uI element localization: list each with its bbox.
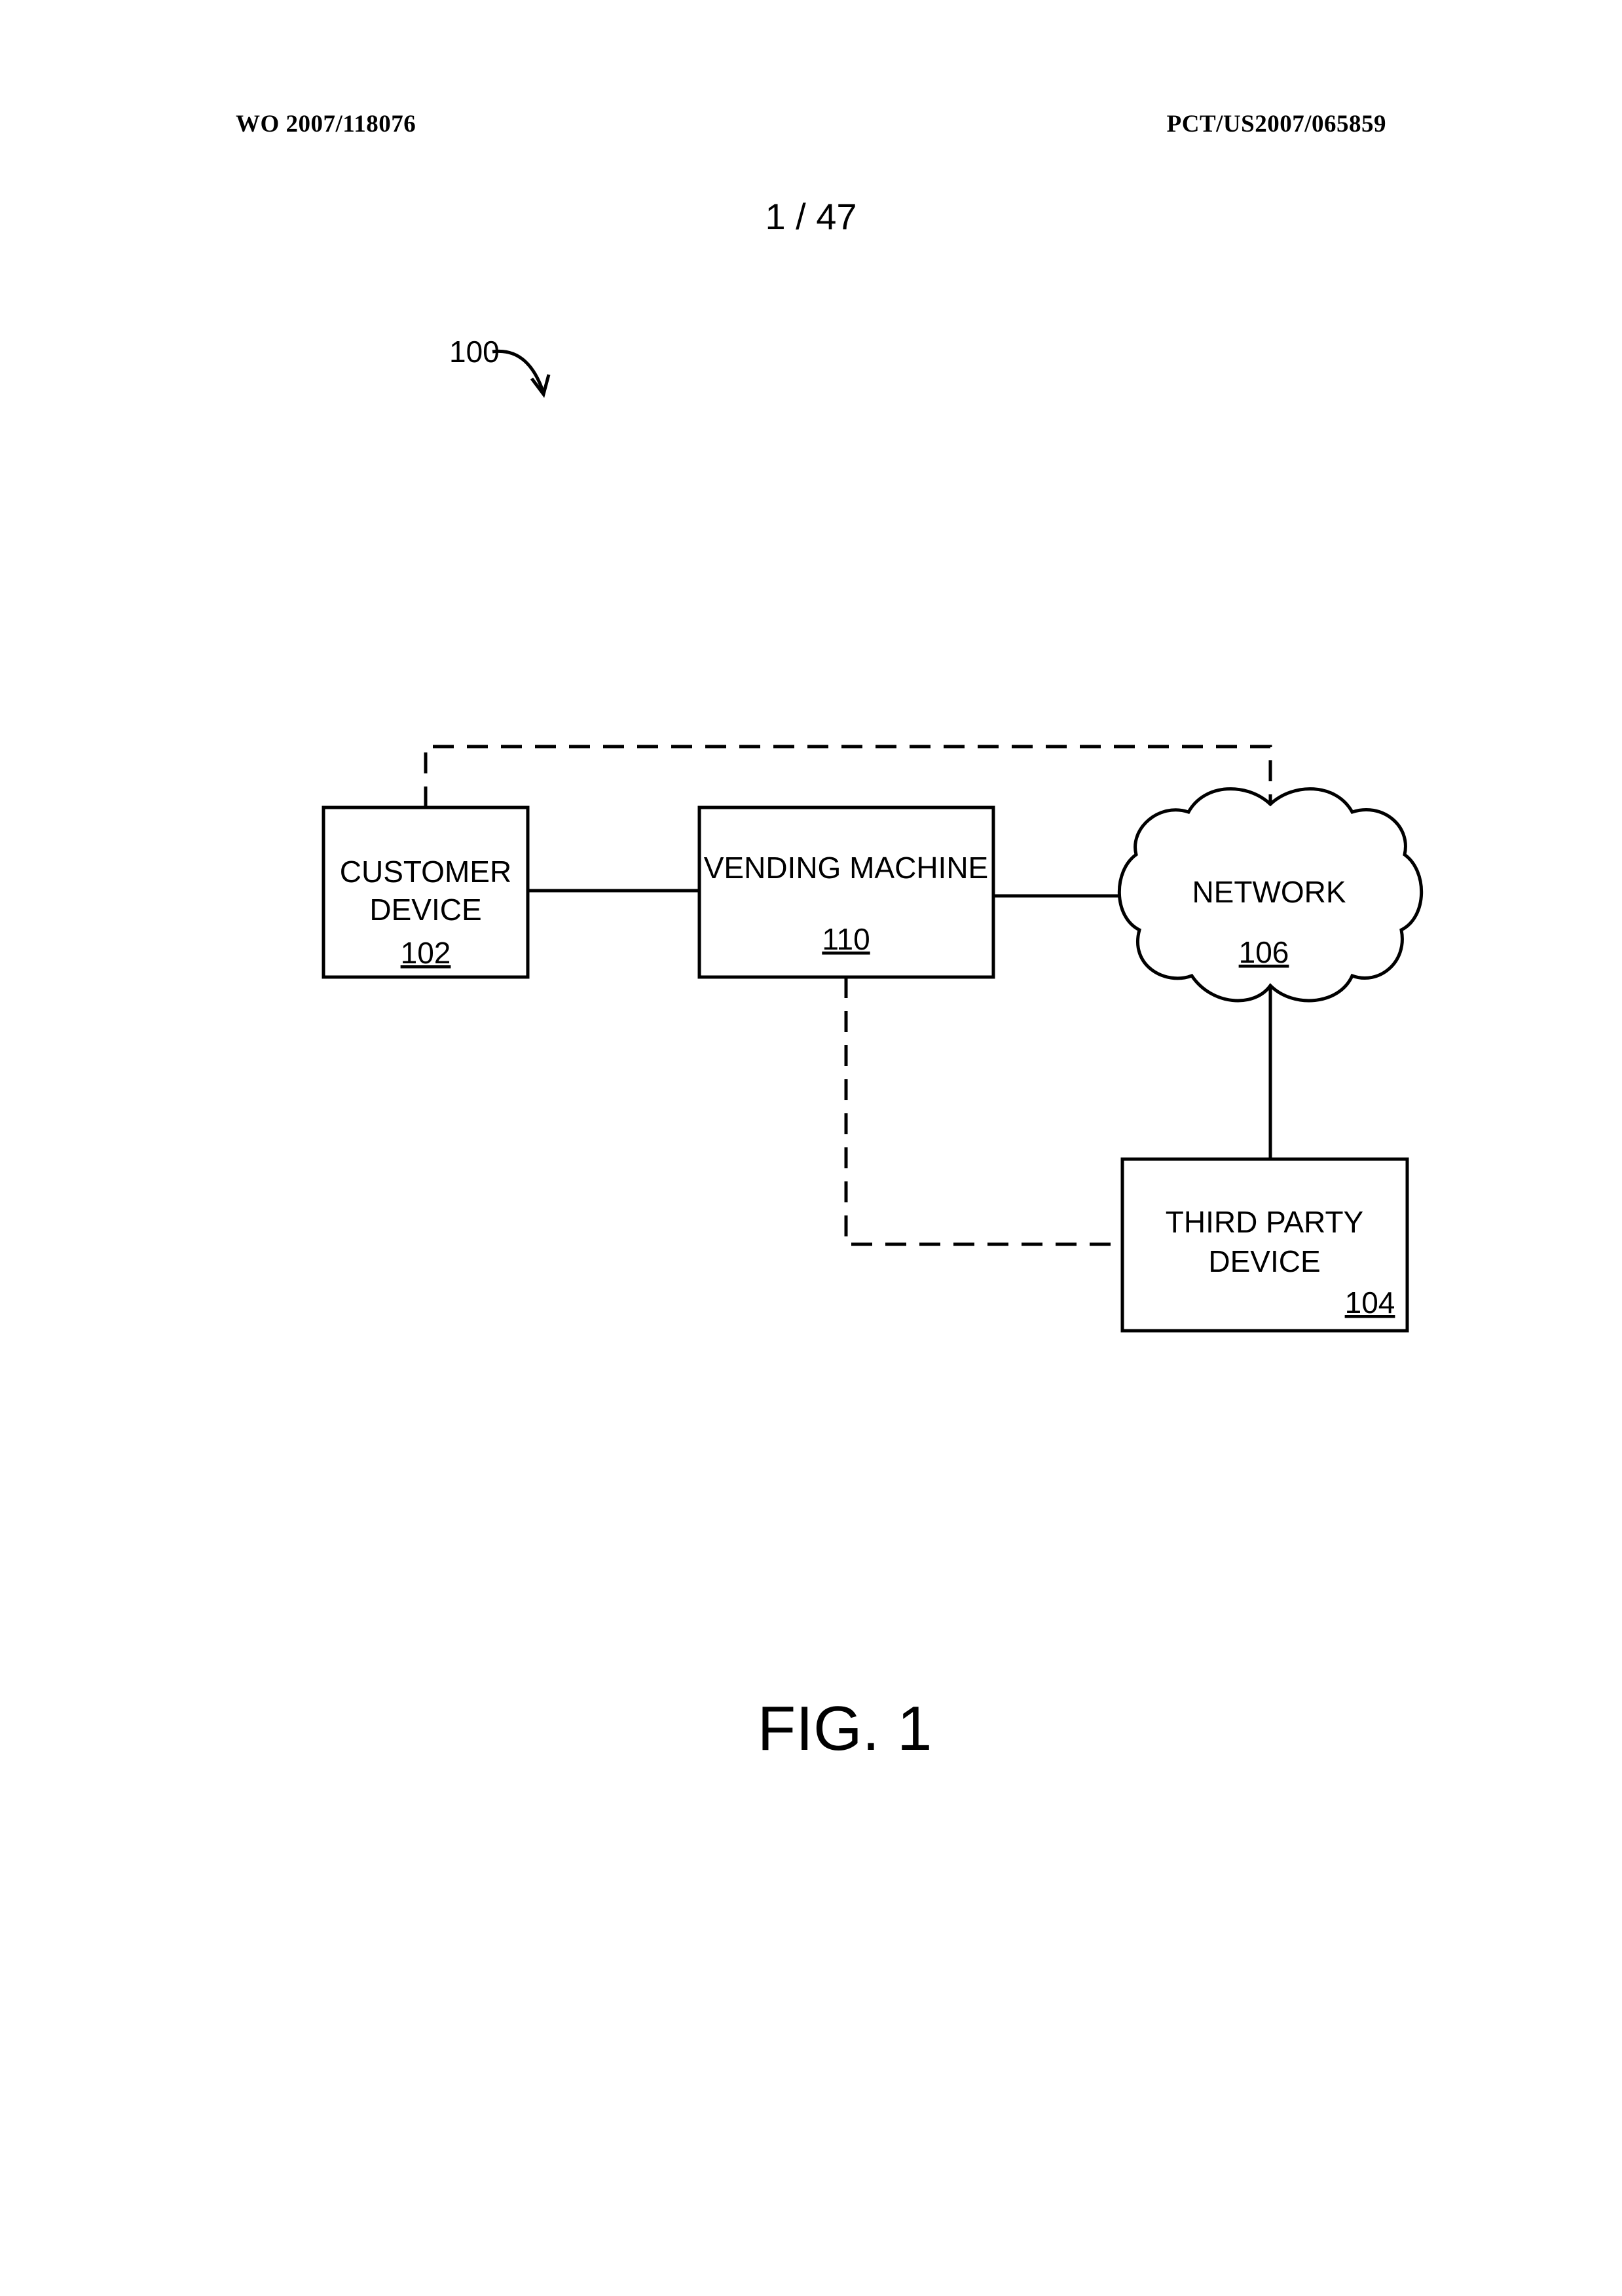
vending-machine-ref: 110 (822, 922, 870, 956)
figure-label: FIG. 1 (758, 1694, 932, 1764)
third-party-device-node: THIRD PARTY DEVICE 104 (1122, 1159, 1407, 1331)
third-party-device-label-line2: DEVICE (1208, 1244, 1320, 1278)
network-node: NETWORK 106 (1119, 789, 1421, 1001)
dashed-link-customer-network (426, 747, 1270, 807)
vending-machine-label: VENDING MACHINE (704, 851, 988, 885)
network-label: NETWORK (1192, 875, 1346, 909)
third-party-device-label-line1: THIRD PARTY (1166, 1205, 1363, 1239)
third-party-device-ref: 104 (1345, 1286, 1395, 1320)
customer-device-ref: 102 (401, 936, 451, 970)
dashed-link-vending-thirdparty (846, 977, 1122, 1244)
customer-device-node: CUSTOMER DEVICE 102 (323, 807, 528, 977)
network-ref: 106 (1239, 935, 1289, 969)
customer-device-label-line2: DEVICE (369, 893, 481, 927)
vending-machine-node: VENDING MACHINE 110 (699, 807, 993, 977)
diagram-reference-label: 100 (449, 335, 500, 369)
customer-device-label-line1: CUSTOMER (340, 855, 511, 889)
